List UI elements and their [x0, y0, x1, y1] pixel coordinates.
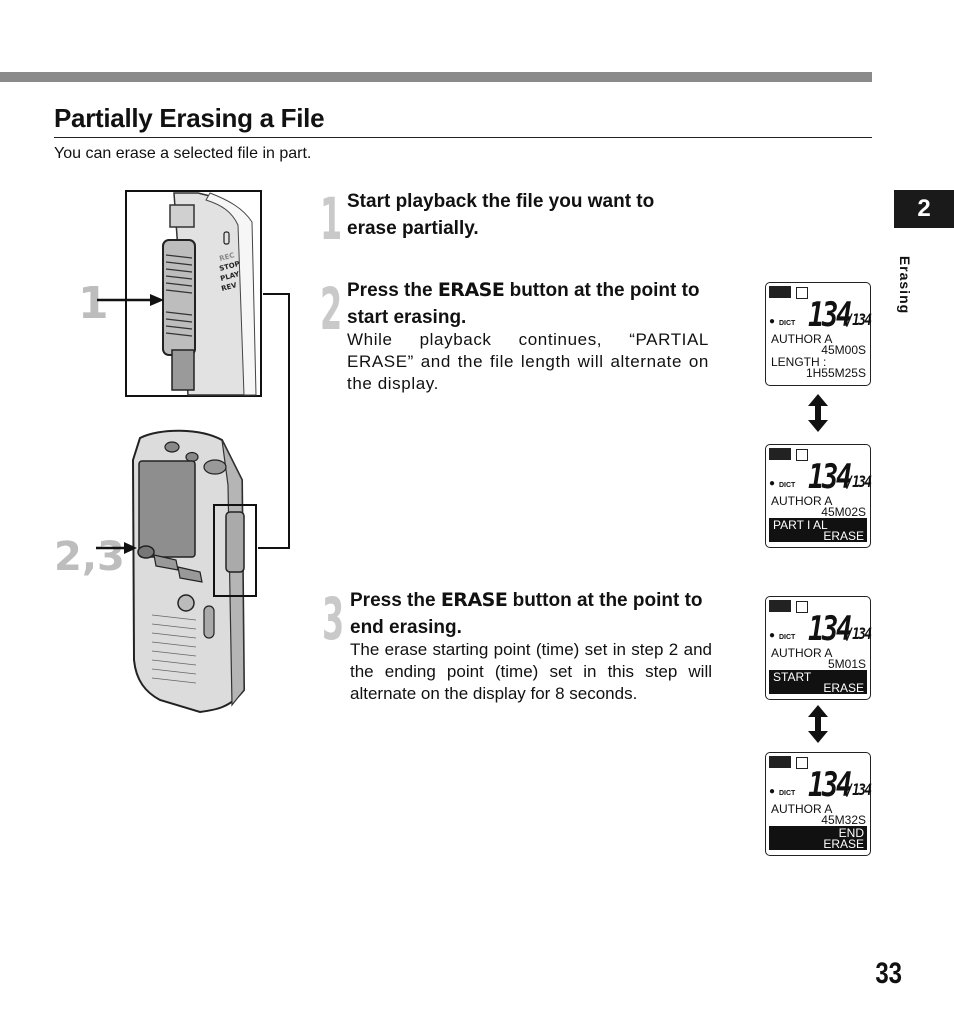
mic-icon: ● — [769, 630, 776, 641]
inverted-message: START ERASE — [769, 670, 867, 694]
erase-keyword: ERASE — [440, 589, 508, 611]
lcd-display-length: ● DICT 134 /134 AUTHOR A 45M00S LENGTH :… — [765, 282, 872, 386]
alternate-arrow-icon — [808, 705, 828, 743]
step-3-body: The erase starting point (time) set in s… — [350, 640, 712, 703]
chapter-tab[interactable]: 2 — [894, 190, 954, 228]
recorder-body — [131, 429, 257, 714]
alternate-arrow-icon — [808, 394, 828, 432]
zoom-detail — [162, 192, 257, 396]
folder-icon — [796, 601, 808, 613]
lcd-display-partial-erase: ● DICT 134 /134 AUTHOR A 45M02S PART I A… — [765, 444, 872, 548]
battery-icon — [769, 756, 791, 768]
callout-1: 1 — [78, 278, 109, 329]
mic-icon: ● — [769, 786, 776, 797]
switch-highlight-frame — [213, 504, 257, 597]
folder-icon — [796, 449, 808, 461]
step-1-number: 1 — [320, 185, 343, 253]
folder-icon — [796, 757, 808, 769]
step-2-body: While playback continues, “PARTIAL ERASE… — [347, 330, 709, 393]
top-gray-bar — [0, 72, 872, 82]
switch-label-rev: REV — [220, 281, 238, 293]
erase-keyword: ERASE — [437, 279, 505, 301]
mic-icon: ● — [769, 478, 776, 489]
lcd-display-start-erase: ● DICT 134 /134 AUTHOR A 5M01S START ERA… — [765, 596, 872, 700]
lcd-display-end-erase: ● DICT 134 /134 AUTHOR A 45M32S END ERAS… — [765, 752, 872, 856]
recorder-screen — [138, 460, 196, 558]
inverted-message: PART I AL ERASE — [769, 518, 867, 542]
page-number: 33 — [875, 957, 903, 990]
intro-text: You can erase a selected file in part. — [54, 145, 312, 162]
step-3-heading: Press the ERASE button at the point to e… — [350, 589, 703, 638]
callout-2-3: 2,3 — [54, 534, 125, 580]
step-2-number: 2 — [320, 275, 343, 343]
step-2-heading: Press the ERASE button at the point to s… — [347, 279, 700, 328]
step-3-number: 3 — [322, 585, 345, 653]
step-1-heading: Start playback the file you want to eras… — [347, 191, 655, 239]
mic-icon: ● — [769, 316, 776, 327]
inverted-message: END ERASE — [769, 826, 867, 850]
battery-icon — [769, 286, 791, 298]
page-title: Partially Erasing a File — [54, 103, 325, 133]
title-rule — [54, 137, 872, 138]
switch-label-rec: REC — [218, 251, 235, 263]
battery-icon — [769, 600, 791, 612]
folder-icon — [796, 287, 808, 299]
battery-icon — [769, 448, 791, 460]
